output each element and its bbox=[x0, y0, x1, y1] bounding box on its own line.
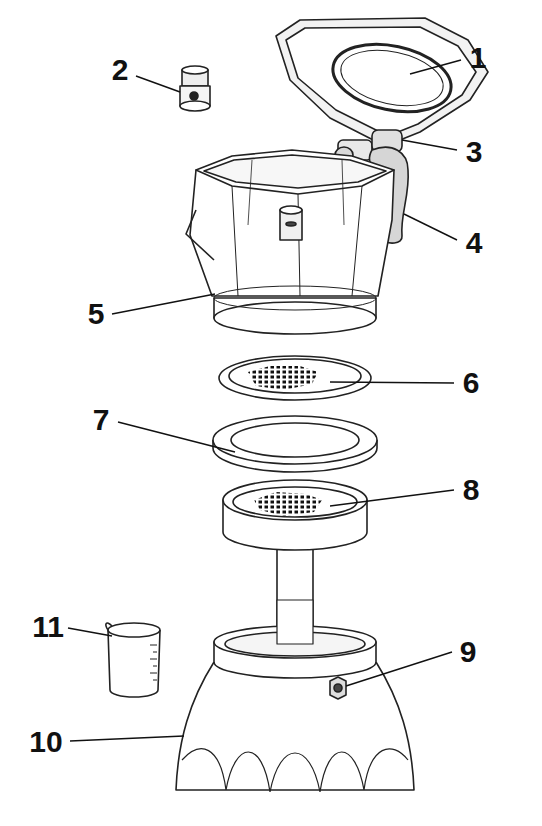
boiler bbox=[176, 600, 414, 792]
filter-plate bbox=[219, 356, 371, 400]
callout-number: 6 bbox=[463, 368, 480, 398]
callout-number: 8 bbox=[463, 475, 480, 505]
gasket bbox=[213, 416, 377, 472]
safety-valve bbox=[330, 677, 346, 699]
upper-chamber bbox=[186, 150, 394, 334]
callout-number: 11 bbox=[32, 612, 64, 642]
callout-number: 2 bbox=[112, 55, 129, 85]
callout-number: 5 bbox=[88, 299, 105, 329]
leader-lines bbox=[68, 60, 461, 741]
callout-number: 4 bbox=[466, 228, 483, 258]
lid bbox=[276, 18, 488, 146]
measuring-cup bbox=[106, 623, 160, 697]
callout-number: 10 bbox=[29, 727, 62, 757]
valve-cap bbox=[180, 66, 210, 111]
callout-number: 3 bbox=[466, 137, 483, 167]
callout-number: 9 bbox=[460, 637, 477, 667]
callout-number: 1 bbox=[470, 43, 487, 73]
callout-number: 7 bbox=[93, 405, 110, 435]
